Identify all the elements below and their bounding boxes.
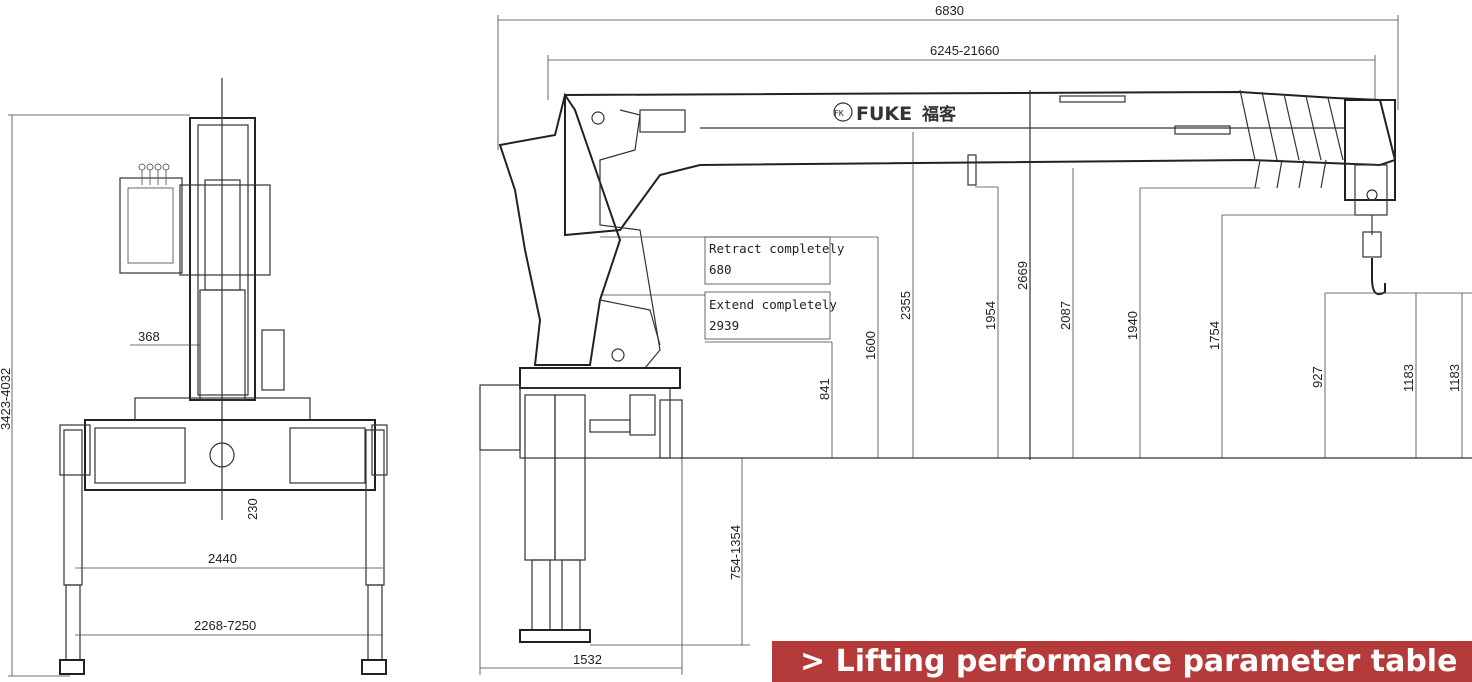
dim-h-1183-b: 1183	[1447, 364, 1462, 392]
dim-outrigger-span: 2268-7250	[194, 618, 256, 633]
brand-logo-mark: FK	[834, 109, 844, 118]
dim-h-2087: 2087	[1058, 301, 1073, 330]
dim-offset: 368	[138, 329, 160, 344]
brand-logo-cn: 福客	[921, 104, 957, 125]
dim-h-841: 841	[817, 378, 832, 400]
dim-h-1600: 1600	[863, 331, 878, 360]
dim-h-1954: 1954	[983, 301, 998, 330]
dim-h-2669: 2669	[1015, 261, 1030, 290]
note-extend-value: 2939	[709, 318, 739, 333]
front-view: 6830 6245-21660 FK FUKE 福客	[479, 3, 1472, 675]
note-retract-label: Retract completely	[709, 241, 845, 256]
note-extend-label: Extend completely	[709, 297, 837, 312]
dim-h-2355: 2355	[898, 291, 913, 320]
dim-ground-clearance: 230	[245, 498, 260, 520]
dim-boom-length: 6245-21660	[930, 43, 999, 58]
dim-h-1754: 1754	[1207, 321, 1222, 350]
dim-base-width: 1532	[573, 652, 602, 667]
dim-total-length: 6830	[935, 3, 964, 18]
note-retract-value: 680	[709, 262, 732, 277]
dim-h-1183-a: 1183	[1401, 364, 1416, 392]
dim-h-1940: 1940	[1125, 311, 1140, 340]
lifting-performance-banner: > Lifting performance parameter table	[772, 641, 1472, 682]
dim-h-927: 927	[1310, 366, 1325, 388]
dim-leg-height: 754-1354	[728, 525, 743, 580]
dim-overall-height: 3423-4032	[0, 368, 13, 430]
dim-frame-width: 2440	[208, 551, 237, 566]
brand-logo-text: FUKE	[856, 103, 912, 125]
side-view: 3423-4032 368 230	[0, 78, 388, 677]
